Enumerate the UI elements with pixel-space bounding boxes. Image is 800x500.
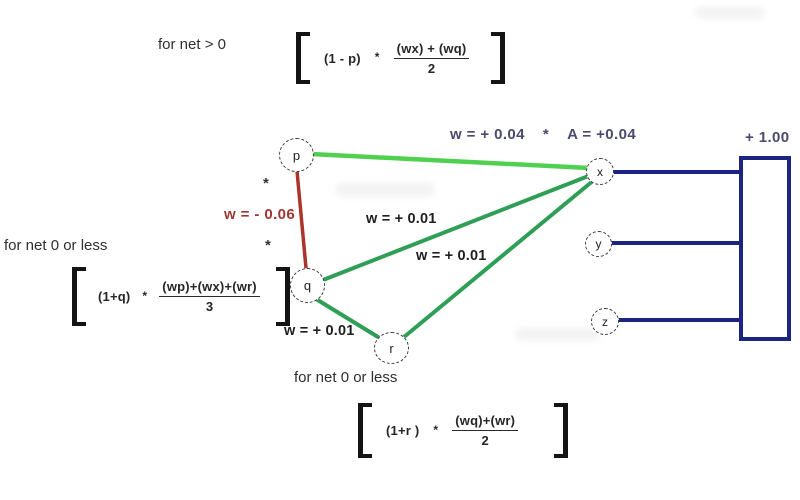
node-y-label: y: [595, 237, 602, 251]
fraction-numerator: (wq)+(wr): [452, 413, 519, 431]
node-z: z: [591, 308, 619, 335]
weight-px-label: w = + 0.04: [450, 126, 525, 143]
formula-net-zero-q: (1+q) * (wp)+(wx)+(wr) 3: [72, 267, 290, 326]
node-p-label: p: [292, 147, 301, 163]
formula-factor: (1+r ): [386, 423, 420, 438]
weight-qr-label: w = + 0.01: [284, 323, 355, 339]
weight-pq-label: w = - 0.06: [224, 206, 296, 223]
formula-net-positive: (1 - p) * (wx) + (wq) 2: [296, 32, 506, 84]
node-z-label: z: [602, 314, 608, 329]
node-r: r: [374, 332, 409, 364]
node-q: q: [290, 268, 325, 303]
formula-operator: *: [374, 50, 380, 64]
edge-q-r: [314, 297, 380, 339]
artifact-smudge: [335, 182, 435, 197]
artifact-smudge: [515, 328, 600, 341]
right-bracket-icon: [275, 267, 290, 326]
edge-p-x: [308, 151, 592, 171]
node-y: y: [585, 231, 612, 257]
output-bias-label: + 1.00: [745, 129, 790, 146]
condition-net-zero-left: for net 0 or less: [4, 237, 108, 254]
fraction-denominator: 2: [481, 433, 489, 448]
condition-net-zero-bottom: for net 0 or less: [294, 369, 398, 386]
artifact-smudge: [695, 6, 765, 19]
formula-factor: (1 - p): [324, 50, 361, 66]
formula-fraction: (wx) + (wq) 2: [393, 41, 470, 76]
fraction-numerator: (wp)+(wx)+(wr): [159, 279, 260, 297]
fraction-numerator: (wx) + (wq): [393, 41, 470, 59]
weight-px-star: *: [542, 126, 550, 143]
edge-r-x: [402, 178, 596, 339]
weight-rx-label: w = + 0.01: [416, 248, 487, 264]
fraction-denominator: 3: [205, 299, 214, 314]
right-bracket-icon: [554, 403, 569, 458]
left-bracket-icon: [296, 32, 310, 84]
node-r-label: r: [389, 340, 394, 356]
left-bracket-icon: [72, 267, 86, 326]
node-q-label: q: [303, 278, 312, 293]
fraction-denominator: 2: [427, 60, 436, 76]
left-bracket-icon: [358, 403, 372, 458]
output-box: [739, 156, 791, 341]
formula-operator: *: [433, 422, 439, 437]
edge-q-x: [321, 173, 593, 282]
node-x-label: x: [597, 164, 603, 179]
formula-operator: *: [142, 288, 148, 303]
node-p: p: [279, 138, 314, 172]
pq-star-top: *: [263, 175, 269, 192]
weight-qx-label: w = + 0.01: [366, 211, 437, 227]
edge-p-q: [295, 169, 308, 270]
formula-fraction: (wp)+(wx)+(wr) 3: [159, 279, 260, 314]
node-x: x: [586, 158, 614, 185]
formula-fraction: (wq)+(wr) 2: [452, 413, 519, 448]
activation-x-label: A = +0.04: [567, 126, 637, 143]
edge-p-x-annotation: w = + 0.04 * A = +0.04: [450, 126, 636, 143]
formula-net-zero-r: (1+r ) * (wq)+(wr) 2: [358, 403, 569, 458]
right-bracket-icon: [491, 32, 506, 84]
pq-star-bottom: *: [265, 237, 271, 254]
condition-net-positive: for net > 0: [158, 36, 226, 53]
formula-factor: (1+q): [98, 289, 131, 304]
